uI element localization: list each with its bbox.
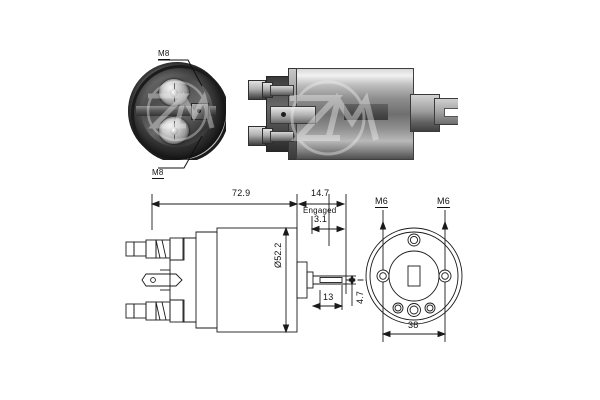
terminal-stud-top <box>159 79 189 106</box>
dim-stroke-note: Engaged <box>303 206 337 215</box>
dim-mounting-hole-spacing: 38 <box>408 320 419 330</box>
callout-m8-bottom: M8 <box>152 168 164 179</box>
plunger-blade <box>434 98 458 125</box>
callout-leader-top <box>158 59 203 87</box>
dim-slot-length: 13 <box>323 292 334 302</box>
technical-drawing: 72.9 14.7 Engaged 3.1 Ø52.2 13 4.7 M6 M6… <box>0 182 600 362</box>
signal-terminal-lug <box>270 106 316 124</box>
dim-slot-width: 4.7 <box>355 290 365 304</box>
callout-leader-bottom <box>158 135 203 169</box>
dim-stroke-engaged: 14.7 <box>311 188 330 198</box>
small-terminal-block <box>191 103 209 120</box>
terminal-stud-upper <box>270 85 294 96</box>
solenoid-side-view-photo <box>248 60 458 165</box>
terminal-stud-lower <box>270 131 294 142</box>
dim-length-body: 72.9 <box>232 188 251 198</box>
terminal-stud-bottom <box>159 117 189 144</box>
terminal-cap-bottom <box>170 126 178 135</box>
dim-plunger-offset: 3.1 <box>314 214 328 224</box>
label-thread-right-m6: M6 <box>437 196 450 208</box>
terminal-bridge <box>136 106 216 116</box>
barrel-shadow <box>344 104 388 120</box>
label-thread-left-m6: M6 <box>375 196 388 208</box>
terminal-cap-top <box>170 88 178 97</box>
dim-body-diameter: Ø52.2 <box>273 242 283 268</box>
